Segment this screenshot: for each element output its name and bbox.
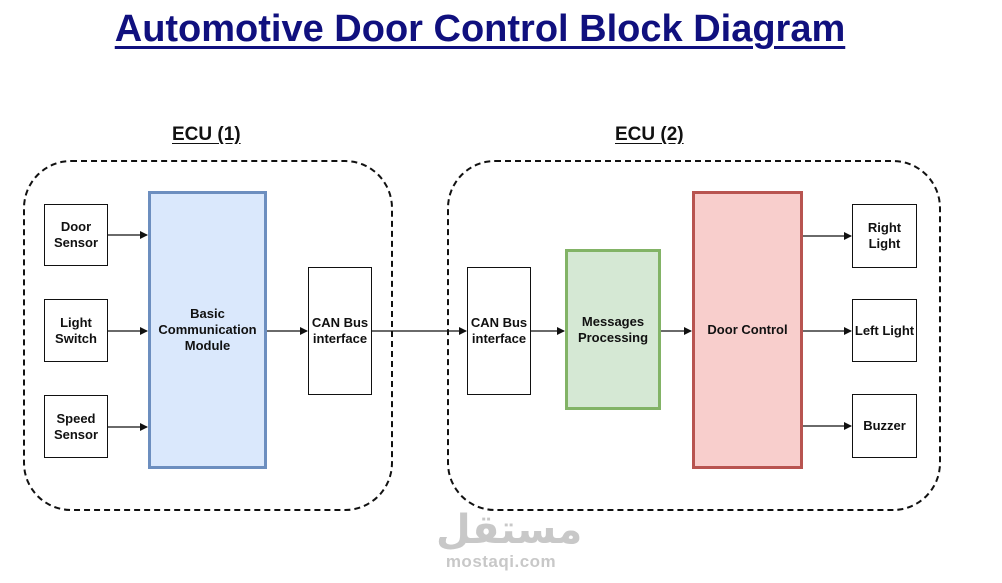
ecu2-group	[447, 160, 941, 511]
ecu1-group	[23, 160, 393, 511]
ecu2-label: ECU (2)	[615, 124, 684, 145]
left-light-box: Left Light	[852, 299, 917, 362]
door-sensor-box: Door Sensor	[44, 204, 108, 266]
door-control-box: Door Control	[692, 191, 803, 469]
watermark-latin: mostaqi.com	[445, 552, 557, 571]
page-title: Automotive Door Control Block Diagram	[114, 8, 846, 50]
can-bus-interface-2: CAN Bus interface	[467, 267, 531, 395]
buzzer-box: Buzzer	[852, 394, 917, 458]
watermark: مستقل mostaqi.com	[436, 507, 583, 572]
speed-sensor-box: Speed Sensor	[44, 395, 108, 458]
right-light-box: Right Light	[852, 204, 917, 268]
basic-communication-module: Basic Communication Module	[148, 191, 267, 469]
watermark-arabic: مستقل	[436, 507, 583, 553]
messages-processing-box: Messages Processing	[565, 249, 661, 410]
light-switch-box: Light Switch	[44, 299, 108, 362]
ecu1-label: ECU (1)	[172, 124, 241, 145]
can-bus-interface-1: CAN Bus interface	[308, 267, 372, 395]
